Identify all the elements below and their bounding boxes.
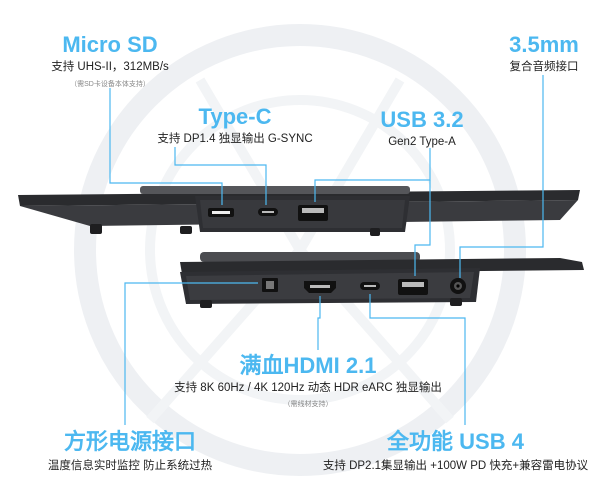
power-label: 方形电源接口 温度信息实时监控 防止系统过热	[35, 430, 225, 473]
audio-jack-icon	[450, 278, 466, 294]
microsd-note: （需SD卡设备本体支持）	[70, 81, 150, 88]
usb4-label: 全功能 USB 4 支持 DP2.1集显输出 +100W PD 快充+兼容雷电协…	[318, 430, 593, 473]
power-sub: 温度信息实时监控 防止系统过热	[47, 460, 213, 472]
microsd-title: Micro SD	[62, 32, 158, 57]
hdmi-title: 满血HDMI 2.1	[239, 353, 377, 378]
typec-title: Type-C	[198, 104, 272, 129]
audio-label: 3.5mm 复合音频接口	[500, 33, 588, 74]
typec-sub: 支持 DP1.4 独显输出 G-SYNC	[157, 133, 313, 145]
power-title: 方形电源接口	[63, 429, 196, 454]
laptop-right-side	[180, 252, 584, 308]
usb32-sub: Gen2 Type-A	[388, 136, 456, 148]
audio-title: 3.5mm	[509, 32, 579, 57]
hdmi-note: （需线材支持）	[283, 401, 333, 408]
microsd-sub: 支持 UHS-II，312MB/s	[51, 61, 169, 73]
usb-c-port-icon	[258, 208, 278, 216]
usb32-label: USB 3.2 Gen2 Type-A	[372, 108, 472, 149]
hdmi-port-icon	[304, 281, 336, 293]
typec-label: Type-C 支持 DP1.4 独显输出 G-SYNC	[150, 105, 320, 146]
usb-c-port-icon	[360, 282, 380, 290]
usb-a-port-icon	[398, 279, 428, 295]
microsd-label: Micro SD 支持 UHS-II，312MB/s （需SD卡设备本体支持）	[30, 33, 190, 89]
microsd-slot-icon	[208, 208, 234, 217]
usb4-title: 全功能 USB 4	[387, 429, 524, 454]
power-port-icon	[262, 278, 278, 292]
hdmi-sub: 支持 8K 60Hz / 4K 120Hz 动态 HDR eARC 独显输出	[174, 382, 442, 394]
usb-a-port-icon	[298, 205, 328, 221]
usb32-title: USB 3.2	[380, 107, 464, 132]
hdmi-label: 满血HDMI 2.1 支持 8K 60Hz / 4K 120Hz 动态 HDR …	[158, 354, 458, 409]
laptop-left-side	[18, 186, 580, 236]
audio-sub: 复合音频接口	[509, 61, 579, 73]
usb4-sub: 支持 DP2.1集显输出 +100W PD 快充+兼容雷电协议	[322, 460, 589, 472]
